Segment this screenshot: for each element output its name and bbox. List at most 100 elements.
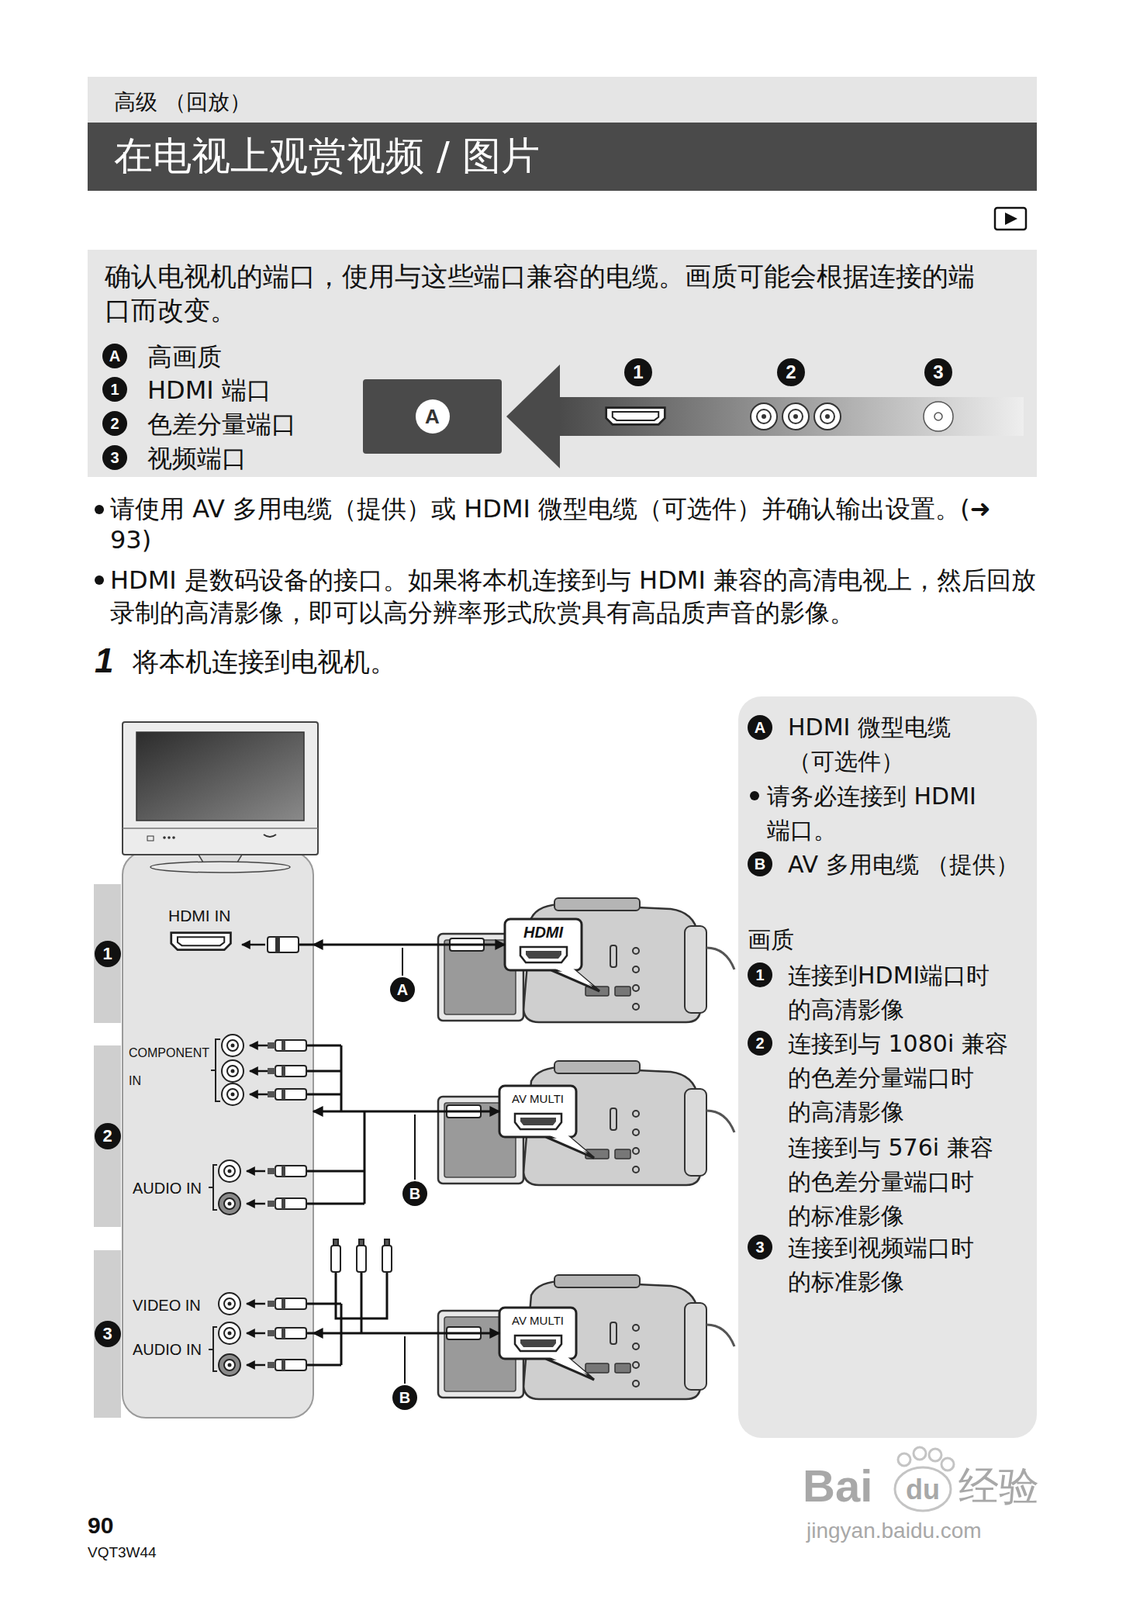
legend-text: 高画质	[147, 341, 222, 373]
bullet-dot	[749, 790, 760, 801]
drawing-part	[306, 1364, 342, 1367]
row-band: 1	[93, 884, 125, 1023]
drawing-part	[750, 403, 778, 430]
drawing-part	[221, 1060, 244, 1082]
television	[122, 721, 318, 873]
callout-number: 2	[94, 1122, 121, 1150]
drawing-part	[438, 1060, 735, 1185]
bullet-text: 请使用 AV 多用电缆（提供）或 HDMI 微型电缆（可选件）并确认输出设置。(…	[110, 493, 1037, 556]
drawing-part	[306, 1170, 365, 1173]
title-band	[87, 122, 1037, 191]
drawing-part	[306, 1332, 314, 1335]
drawing-part	[934, 412, 943, 421]
drawing-part	[150, 861, 291, 873]
drawing-part	[761, 414, 767, 419]
bullet-text: HDMI 是数码设备的接口。如果将本机连接到与 HDMI 兼容的高清电视上，然后…	[110, 563, 1037, 629]
drawing-part	[414, 1114, 416, 1180]
drawing-part	[499, 1307, 595, 1380]
output-badge: A	[362, 379, 502, 454]
callout-letter: B	[747, 851, 773, 877]
drawing-part	[1005, 212, 1018, 225]
section-label: 高级 （回放）	[113, 88, 252, 116]
bracket	[208, 1039, 221, 1372]
drawing-part	[147, 835, 154, 841]
note-text: 连接到视频端口时 的标准影像	[787, 1230, 1030, 1299]
drawing-part	[267, 1165, 307, 1177]
tv-input-panel-ground	[122, 851, 314, 1418]
quality-band	[558, 397, 1024, 436]
drawing-part	[275, 936, 280, 953]
drawing-part	[267, 1065, 307, 1077]
tv-input-panel: HDMI INCOMPONENT INAUDIO INVIDEO INAUDIO…	[122, 856, 314, 1418]
drawing-part	[401, 947, 404, 976]
callout-number: 1	[102, 376, 128, 402]
port-label: HDMI IN	[168, 905, 232, 926]
drawing-part	[218, 1160, 241, 1182]
cable-wire	[298, 944, 387, 1365]
drawing-part	[177, 936, 225, 946]
drawing-part	[504, 918, 600, 992]
callout-letter: A	[747, 714, 773, 740]
step-text: 将本机连接到电视机。	[132, 645, 397, 679]
cable-connector	[313, 1110, 500, 1113]
port-label: AUDIO IN	[132, 1178, 202, 1199]
drawing-part	[333, 1239, 339, 1246]
drawing-part	[267, 1088, 307, 1100]
callout-number: 3	[102, 445, 128, 470]
note-text: HDMI 微型电缆 （可选件）	[787, 710, 1030, 779]
note-text: 连接到与 1080i 兼容 的色差分量端口时 的高清影像	[787, 1026, 1030, 1130]
drawing-part	[122, 721, 318, 855]
legend-text: HDMI 端口	[147, 374, 272, 406]
callout-number: 3	[747, 1234, 773, 1260]
drawing-part	[306, 1044, 342, 1047]
watermark: du	[905, 1471, 940, 1507]
drawing-part	[340, 1045, 343, 1112]
play-icon	[994, 207, 1026, 230]
info-box: 确认电视机的端口，使用与这些端口兼容的电缆。画质可能会根据连接的端口而改变。A	[87, 249, 1037, 477]
drawing-part	[356, 1245, 367, 1272]
drawing-part	[215, 1039, 221, 1102]
document-code: VQT3W44	[87, 1543, 157, 1562]
drawing-part	[246, 1332, 266, 1335]
drawing-part	[612, 411, 659, 421]
port-callout: AV MULTI	[499, 1307, 580, 1359]
camera-plug	[446, 938, 484, 1340]
callout-number: 1	[624, 358, 653, 387]
callout-number: 2	[777, 358, 805, 387]
legend-text: 视频端口	[147, 442, 247, 474]
drawing-part	[221, 1083, 244, 1106]
drawing-part	[782, 403, 809, 430]
drawing-part	[249, 1093, 269, 1096]
row-band-ground	[93, 1045, 121, 1227]
drawing-part	[249, 1044, 269, 1047]
drawing-part	[384, 1239, 390, 1246]
drawing-part	[208, 1186, 214, 1189]
drawing-part	[208, 1348, 214, 1351]
drawing-part	[246, 1364, 266, 1367]
drawing-part	[923, 401, 954, 432]
component-port-icon	[750, 403, 841, 430]
step-number: 1	[94, 638, 114, 682]
drawing-part	[136, 732, 304, 821]
callout-number: 3	[94, 1320, 121, 1348]
drawing-part	[360, 1271, 363, 1334]
drawing-part	[306, 1093, 342, 1096]
drawing-part	[793, 414, 798, 419]
watermark: Bai	[802, 1457, 873, 1515]
drawing-part	[213, 1326, 218, 1372]
drawing-part	[249, 1070, 269, 1073]
note-text: 连接到HDMI端口时 的高清影像	[787, 958, 1030, 1027]
cable-connector	[313, 943, 505, 947]
drawing-part	[606, 407, 666, 425]
drawing-part	[438, 1274, 735, 1399]
drawing-part	[788, 409, 803, 424]
port-callout: AV MULTI	[499, 1085, 580, 1137]
bullet-dot	[94, 504, 104, 515]
drawing-part	[218, 1292, 241, 1315]
drawing-part	[267, 1359, 307, 1371]
drawing-part	[756, 409, 771, 424]
drawing-part	[382, 1245, 392, 1272]
port-label: AUDIO IN	[132, 1340, 202, 1360]
drawing-part	[267, 1198, 307, 1209]
port-label: COMPONENT IN	[128, 1039, 216, 1095]
